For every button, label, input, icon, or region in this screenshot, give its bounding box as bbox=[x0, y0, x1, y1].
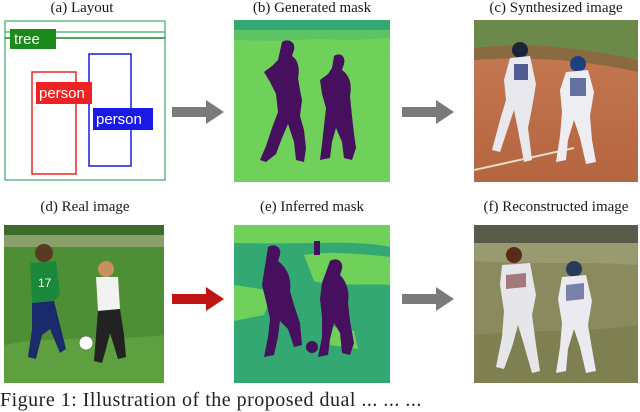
arrow-red bbox=[172, 287, 224, 311]
real-image: 17 bbox=[4, 225, 164, 383]
inferred-mask bbox=[234, 225, 390, 383]
tree-label-box bbox=[10, 29, 56, 49]
caption-generated-mask: (b) Generated mask bbox=[252, 0, 372, 16]
caption-layout: (a) Layout bbox=[50, 0, 114, 16]
arrow-gray-1 bbox=[172, 100, 224, 124]
layout-frame bbox=[4, 20, 166, 181]
svg-text:17: 17 bbox=[38, 276, 52, 290]
layout-panel: tree person person bbox=[4, 20, 166, 181]
person2-label: person bbox=[96, 111, 142, 128]
arrow-gray-2 bbox=[402, 100, 454, 124]
caption-synthesized-image: (c) Synthesized image bbox=[489, 0, 623, 16]
person2-label-box bbox=[93, 108, 153, 130]
caption-reconstructed-image: (f) Reconstructed image bbox=[483, 199, 629, 215]
arrow-gray-3 bbox=[402, 287, 454, 311]
figure-caption: Figure 1: Illustration of the proposed d… bbox=[0, 389, 422, 411]
reconstructed-image bbox=[474, 225, 638, 383]
person1-label: person bbox=[39, 85, 85, 102]
person1-box bbox=[31, 71, 77, 175]
caption-real-image: (d) Real image bbox=[40, 199, 130, 215]
tree-label: tree bbox=[14, 31, 40, 48]
person1-label-box bbox=[36, 82, 92, 104]
generated-mask bbox=[234, 20, 390, 182]
synthesized-image bbox=[474, 20, 638, 182]
caption-inferred-mask: (e) Inferred mask bbox=[259, 199, 365, 215]
